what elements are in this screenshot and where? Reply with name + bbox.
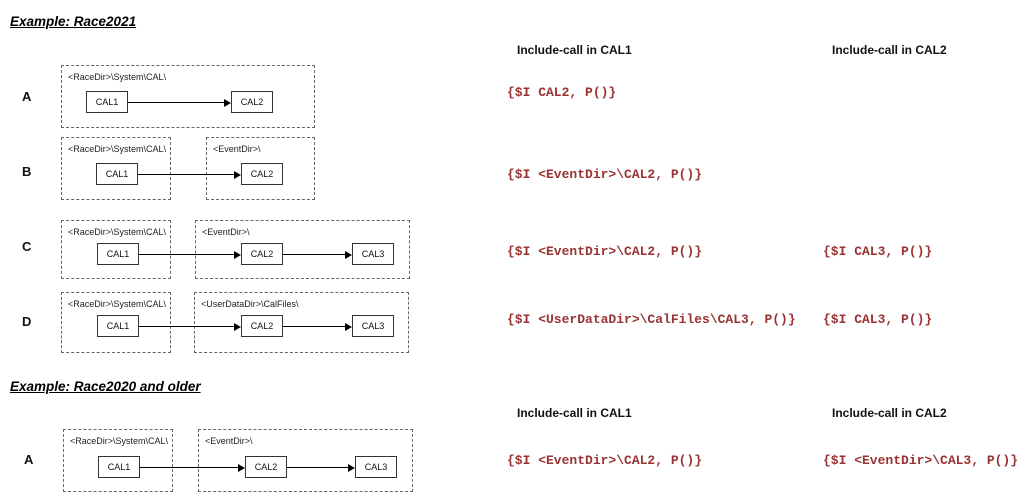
cal-node: CAL1 (98, 456, 140, 478)
directory-container: <UserDataDir>\CalFiles\ (194, 292, 409, 353)
arrow-line (128, 102, 224, 103)
directory-label: <RaceDir>\System\CAL\ (68, 72, 167, 82)
directory-label: <EventDir>\ (205, 436, 253, 446)
arrow-line (287, 467, 348, 468)
arrow-head-icon (234, 251, 241, 259)
arrow-line (138, 174, 234, 175)
row-letter: A (22, 89, 32, 104)
arrow-head-icon (234, 323, 241, 331)
arrow-line (140, 467, 238, 468)
directory-label: <EventDir>\ (213, 144, 261, 154)
arrow-head-icon (224, 99, 231, 107)
include-call-cal1: {$I CAL2, P()} (507, 85, 617, 100)
cal-node: CAL1 (97, 315, 139, 337)
include-call-cal1: {$I <EventDir>\CAL2, P()} (507, 453, 703, 468)
arrow-head-icon (238, 464, 245, 472)
cal-node: CAL2 (241, 163, 283, 185)
include-call-cal1: {$I <EventDir>\CAL2, P()} (507, 244, 703, 259)
cal-node: CAL1 (96, 163, 138, 185)
arrow-head-icon (234, 171, 241, 179)
cal-node: CAL2 (231, 91, 273, 113)
include-call-cal2: {$I CAL3, P()} (823, 244, 933, 259)
arrow-head-icon (345, 251, 352, 259)
column-header-cal2: Include-call in CAL2 (832, 43, 947, 57)
row-letter: A (24, 452, 34, 467)
section-title: Example: Race2021 (10, 14, 137, 29)
arrow-line (283, 326, 345, 327)
arrow-line (139, 326, 234, 327)
cal-node: CAL1 (97, 243, 139, 265)
cal-node: CAL2 (241, 243, 283, 265)
directory-label: <EventDir>\ (202, 227, 250, 237)
cal-node: CAL2 (245, 456, 287, 478)
directory-container: <RaceDir>\System\CAL\ (61, 220, 171, 279)
row-letter: C (22, 239, 32, 254)
directory-label: <UserDataDir>\CalFiles\ (201, 299, 299, 309)
column-header-cal1: Include-call in CAL1 (517, 43, 632, 57)
directory-container: <EventDir>\ (198, 429, 413, 492)
cal-node: CAL3 (352, 243, 394, 265)
cal-node: CAL3 (352, 315, 394, 337)
include-call-cal2: {$I CAL3, P()} (823, 312, 933, 327)
section-title: Example: Race2020 and older (10, 379, 201, 394)
arrow-head-icon (345, 323, 352, 331)
column-header-cal2: Include-call in CAL2 (832, 406, 947, 420)
directory-container: <RaceDir>\System\CAL\ (61, 137, 171, 200)
directory-container: <RaceDir>\System\CAL\ (63, 429, 173, 492)
directory-container: <RaceDir>\System\CAL\ (61, 292, 171, 353)
directory-container: <EventDir>\ (206, 137, 315, 200)
row-letter: B (22, 164, 32, 179)
arrow-line (139, 254, 234, 255)
include-call-cal1: {$I <UserDataDir>\CalFiles\CAL3, P()} (507, 312, 796, 327)
cal-node: CAL2 (241, 315, 283, 337)
directory-label: <RaceDir>\System\CAL\ (70, 436, 169, 446)
column-header-cal1: Include-call in CAL1 (517, 406, 632, 420)
cal-node: CAL1 (86, 91, 128, 113)
cal-node: CAL3 (355, 456, 397, 478)
directory-container: <RaceDir>\System\CAL\ (61, 65, 315, 128)
row-letter: D (22, 314, 32, 329)
directory-container: <EventDir>\ (195, 220, 410, 279)
directory-label: <RaceDir>\System\CAL\ (68, 299, 167, 309)
directory-label: <RaceDir>\System\CAL\ (68, 144, 167, 154)
arrow-line (283, 254, 345, 255)
include-call-cal2: {$I <EventDir>\CAL3, P()} (823, 453, 1019, 468)
arrow-head-icon (348, 464, 355, 472)
directory-label: <RaceDir>\System\CAL\ (68, 227, 167, 237)
include-call-cal1: {$I <EventDir>\CAL2, P()} (507, 167, 703, 182)
